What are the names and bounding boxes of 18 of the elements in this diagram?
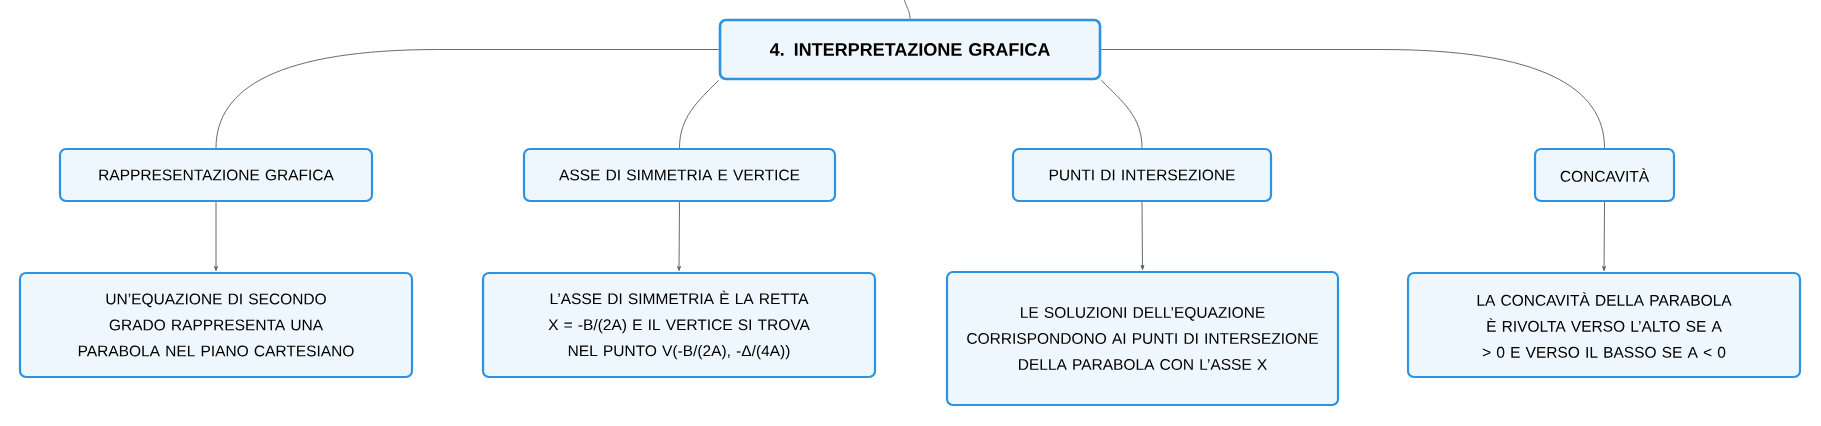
- concept-box: LE SOLUZIONI DELL’EQUAZIONE CORRISPONDONO AI PUNTI DI INTERSEZIONE DELLA PARABOLA CON L’ASSE X: [945, 270, 1340, 407]
- concept-box: RAPPRESENTAZIONE GRAFICA: [58, 147, 374, 203]
- arrow: [1602, 201, 1606, 271]
- concept-box: CONCAVITÀ: [1533, 147, 1676, 203]
- concept-box: LA CONCAVITÀ DELLA PARABOLA È RIVOLTA VERSO L’ALTO SE A > 0 E VERSO IL BASSO SE A < 0: [1406, 271, 1802, 379]
- concept-box: UN’EQUAZIONE DI SECONDO GRADO RAPPRESENTA UNA PARABOLA NEL PIANO CARTESIANO: [18, 271, 414, 379]
- concept-box: PUNTI DI INTERSEZIONE: [1011, 147, 1273, 203]
- arrow: [1140, 201, 1145, 270]
- connector: [215, 49, 720, 149]
- connector: [1100, 49, 1605, 149]
- concept-box: 4. INTERPRETAZIONE GRAFICA: [718, 18, 1102, 81]
- connector: [903, 0, 911, 20]
- connector: [679, 79, 720, 149]
- concept-box: ASSE DI SIMMETRIA E VERTICE: [522, 147, 837, 203]
- arrow: [214, 201, 218, 271]
- concept-box: L’ASSE DI SIMMETRIA È LA RETTA X = -B/(2A) E IL VERTICE SI TROVA NEL PUNTO V(-B/(2A), -Δ/(4A)): [481, 271, 877, 379]
- connector: [1100, 79, 1143, 149]
- arrow: [677, 201, 681, 271]
